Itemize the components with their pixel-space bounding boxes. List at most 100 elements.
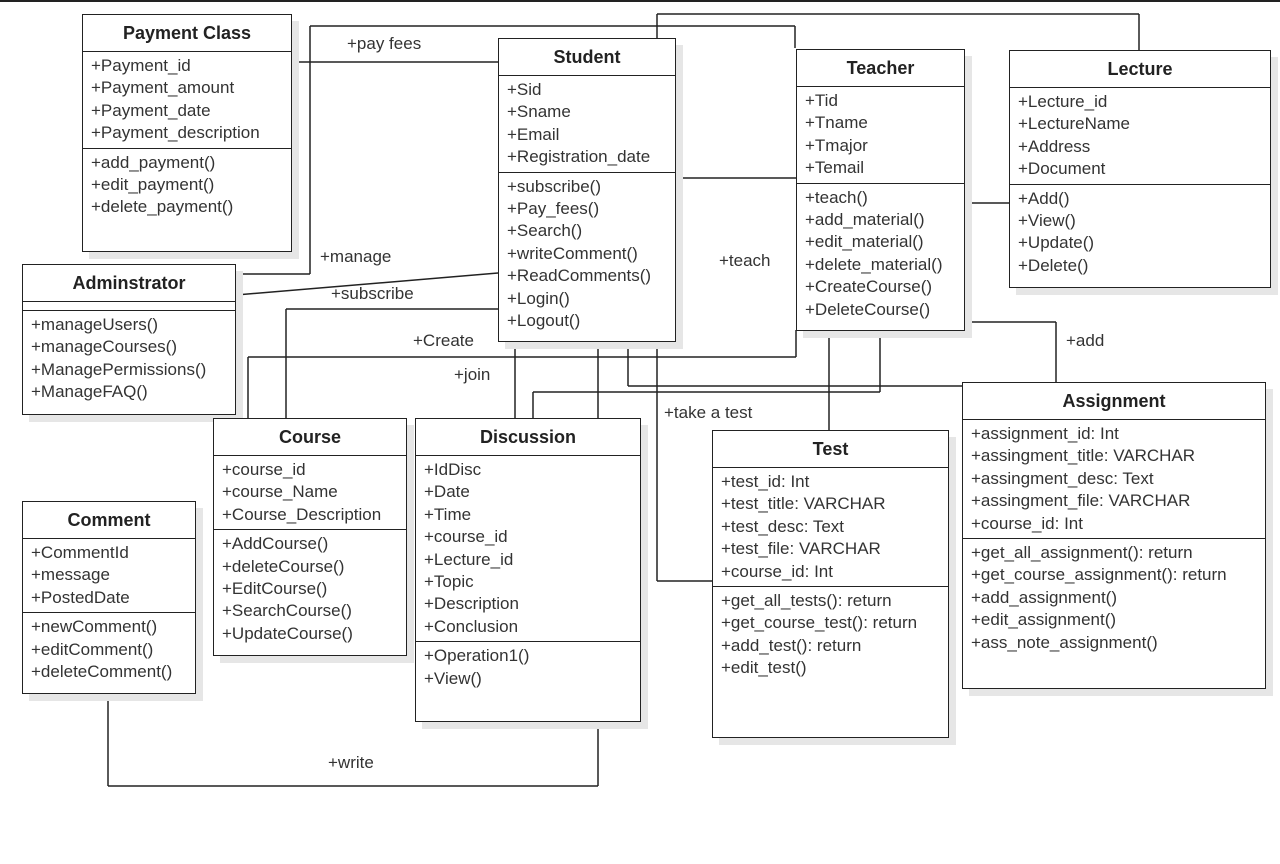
operation-row: +View() bbox=[424, 668, 482, 688]
attribute-row: +Conclusion bbox=[424, 616, 519, 636]
operation-row: +add_material() bbox=[805, 210, 925, 230]
operation-row: +ManageFAQ() bbox=[31, 382, 148, 402]
attribute-row: +Payment_amount bbox=[91, 78, 235, 98]
attribute-row: +Sname bbox=[507, 102, 571, 122]
class-comment[interactable]: Comment+CommentId+message+PostedDate+new… bbox=[22, 501, 196, 694]
operation-row: +CreateCourse() bbox=[805, 277, 933, 297]
operations-compartment: +teach()+add_material()+edit_material()+… bbox=[797, 184, 964, 324]
class-admin[interactable]: Adminstrator+manageUsers()+manageCourses… bbox=[22, 264, 236, 415]
operation-row: +ass_note_assignment() bbox=[971, 632, 1158, 652]
attribute-row: +course_id: Int bbox=[721, 561, 833, 581]
operations-compartment: +get_all_assignment(): return+get_course… bbox=[963, 539, 1265, 657]
attribute-row: +PostedDate bbox=[31, 587, 130, 607]
attribute-row: +Tid bbox=[805, 91, 838, 110]
attribute-row: +test_file: VARCHAR bbox=[721, 539, 881, 559]
operation-row: +get_all_tests(): return bbox=[721, 591, 892, 611]
label-manage: +manage bbox=[320, 247, 392, 266]
attribute-row: +Date bbox=[424, 482, 470, 502]
label-join: +join bbox=[454, 365, 491, 384]
operation-row: +Update() bbox=[1018, 233, 1095, 253]
operation-row: +Pay_fees() bbox=[507, 199, 600, 219]
attribute-row: +assingment_title: VARCHAR bbox=[971, 446, 1196, 466]
class-test[interactable]: Test+test_id: Int+test_title: VARCHAR+te… bbox=[712, 430, 949, 738]
operation-row: +View() bbox=[1018, 211, 1076, 231]
label-add: +add bbox=[1066, 331, 1105, 350]
attribute-row: +IdDisc bbox=[424, 460, 482, 479]
class-course[interactable]: Course+course_id+course_Name+Course_Desc… bbox=[213, 418, 407, 656]
attribute-row: +Address bbox=[1018, 136, 1091, 156]
attribute-row: +assingment_desc: Text bbox=[971, 468, 1154, 488]
operation-row: +teach() bbox=[805, 187, 868, 207]
operation-row: +newComment() bbox=[31, 617, 158, 637]
operations-compartment: +get_all_tests(): return+get_course_test… bbox=[713, 587, 948, 683]
attribute-row: +Temail bbox=[805, 158, 865, 178]
attribute-row: +CommentId bbox=[31, 543, 129, 562]
attribute-row: +test_id: Int bbox=[721, 472, 810, 491]
operation-row: +Login() bbox=[507, 288, 570, 308]
operation-row: +edit_assignment() bbox=[971, 610, 1117, 630]
label-pay-fees: +pay fees bbox=[347, 34, 422, 53]
class-payment[interactable]: Payment Class+Payment_id+Payment_amount+… bbox=[82, 14, 292, 252]
class-lecture[interactable]: Lecture+Lecture_id+LectureName+Address+D… bbox=[1009, 50, 1271, 288]
operation-row: +ReadComments() bbox=[507, 266, 652, 286]
attribute-row: +Time bbox=[424, 504, 472, 524]
label-subscribe: +subscribe bbox=[331, 284, 414, 303]
operation-row: +ManagePermissions() bbox=[31, 359, 207, 379]
operation-row: +get_all_assignment(): return bbox=[971, 543, 1193, 563]
class-student[interactable]: Student+Sid+Sname+Email+Registration_dat… bbox=[498, 38, 676, 342]
operation-row: +delete_material() bbox=[805, 254, 943, 274]
operations-compartment: +newComment()+editComment() +deleteCommen… bbox=[23, 613, 195, 686]
attribute-row: +Payment_date bbox=[91, 100, 211, 120]
operation-row: +add_payment() bbox=[91, 152, 216, 172]
attribute-row: +Tmajor bbox=[805, 135, 868, 155]
operation-row: +deleteComment() bbox=[31, 662, 173, 682]
attribute-row: +Payment_id bbox=[91, 56, 191, 75]
operation-row: +Operation1() bbox=[424, 646, 530, 666]
operations-compartment: +manageUsers()+manageCourses()+ManagePer… bbox=[23, 311, 235, 407]
operations-compartment: +Add()+View()+Update()+Delete() bbox=[1010, 185, 1270, 281]
operation-row: +delete_payment() bbox=[91, 197, 234, 217]
operation-row: +Logout() bbox=[507, 311, 581, 331]
operation-row: +Search() bbox=[507, 221, 583, 241]
operation-row: +Delete() bbox=[1018, 255, 1089, 275]
label-write: +write bbox=[328, 753, 374, 772]
attribute-row: +Description bbox=[424, 594, 519, 614]
class-name: Teacher bbox=[797, 50, 964, 87]
attribute-row: +Sid bbox=[507, 80, 542, 99]
operations-compartment: +Operation1()+View() bbox=[416, 642, 640, 693]
operation-row: +EditCourse() bbox=[222, 579, 328, 599]
class-name: Lecture bbox=[1010, 51, 1270, 88]
operation-row: +subscribe() bbox=[507, 176, 602, 196]
class-name: Assignment bbox=[963, 383, 1265, 420]
operation-row: +SearchCourse() bbox=[222, 601, 352, 621]
attributes-compartment: +IdDisc+Date+Time+course_id+Lecture_id+T… bbox=[416, 456, 640, 643]
operation-row: +editComment() bbox=[31, 639, 154, 659]
attribute-row: +Tname bbox=[805, 113, 868, 133]
attribute-row: +course_id bbox=[222, 460, 306, 479]
class-teacher[interactable]: Teacher +Tid +Tname+Tmajor +Temail +teach() +… bbox=[796, 49, 965, 331]
line-manage-e bbox=[235, 272, 499, 296]
operation-row: +writeComment() bbox=[507, 243, 638, 263]
attribute-row: +Course_Description bbox=[222, 504, 382, 524]
attributes-compartment: +Tid +Tname+Tmajor +Temail bbox=[797, 87, 964, 184]
attributes-compartment: +test_id: Int+test_title: VARCHAR+test_d… bbox=[713, 468, 948, 588]
attributes-compartment: +Sid+Sname+Email+Registration_date bbox=[499, 76, 675, 173]
operation-row: +edit_material() bbox=[805, 232, 924, 252]
attribute-row: +course_Name bbox=[222, 482, 338, 502]
attributes-compartment: +CommentId +message+PostedDate bbox=[23, 539, 195, 614]
attribute-row: +message bbox=[31, 565, 110, 585]
class-name: Discussion bbox=[416, 419, 640, 456]
operation-row: +UpdateCourse() bbox=[222, 623, 353, 643]
operation-row: +get_course_assignment(): return bbox=[971, 565, 1227, 585]
operation-row: +manageCourses() bbox=[31, 337, 177, 357]
operation-row: +add_assignment() bbox=[971, 587, 1118, 607]
class-assignment[interactable]: Assignment+assignment_id: Int+assingment… bbox=[962, 382, 1266, 689]
class-discussion[interactable]: Discussion+IdDisc+Date+Time+course_id+Le… bbox=[415, 418, 641, 722]
operations-compartment: +subscribe() +Pay_fees()+Search()+writeCo… bbox=[499, 173, 675, 336]
operations-compartment: +AddCourse()+deleteCourse()+EditCourse()… bbox=[214, 530, 406, 648]
attribute-row: +Topic bbox=[424, 572, 474, 592]
class-name: Payment Class bbox=[83, 15, 291, 52]
label-take-test: +take a test bbox=[664, 403, 753, 422]
attributes-compartment: +assignment_id: Int+assingment_title: VA… bbox=[963, 420, 1265, 540]
